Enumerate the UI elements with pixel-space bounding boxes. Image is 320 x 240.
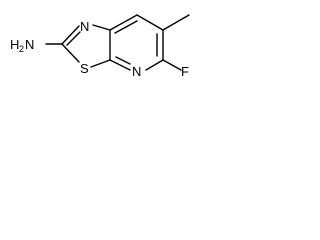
bond-c6-n7: [145, 59, 164, 71]
thiazole-s-label: S: [80, 61, 89, 76]
bond-n7-c7a-double: [115, 56, 131, 65]
amine-h-label: H: [10, 37, 19, 52]
bond-c2-n3-double: [66, 31, 81, 46]
bond-n3-c3a: [92, 24, 111, 31]
thiazole-n-label: N: [80, 19, 89, 34]
bond-n7-c7a: [109, 59, 131, 71]
fluorine-label: F: [181, 64, 189, 79]
bond-s-c2: [61, 43, 80, 63]
amine-h-count: 2: [19, 44, 24, 54]
bond-c5-methyl: [162, 14, 190, 31]
bond-group: [45, 14, 190, 71]
bond-c6-f: [162, 59, 182, 71]
bond-c4-c5: [136, 14, 164, 31]
pyridine-n-label: N: [132, 64, 141, 79]
bond-c2-n3: [61, 25, 80, 45]
bond-c3a-c4-double: [114, 20, 138, 34]
bond-c7a-s: [90, 59, 111, 68]
atom-labels: H 2 N N S N F: [10, 19, 189, 79]
bond-c3a-c4: [109, 14, 138, 31]
amine-n-label: N: [25, 37, 34, 52]
chemical-structure-diagram: H 2 N N S N F: [10, 14, 190, 79]
